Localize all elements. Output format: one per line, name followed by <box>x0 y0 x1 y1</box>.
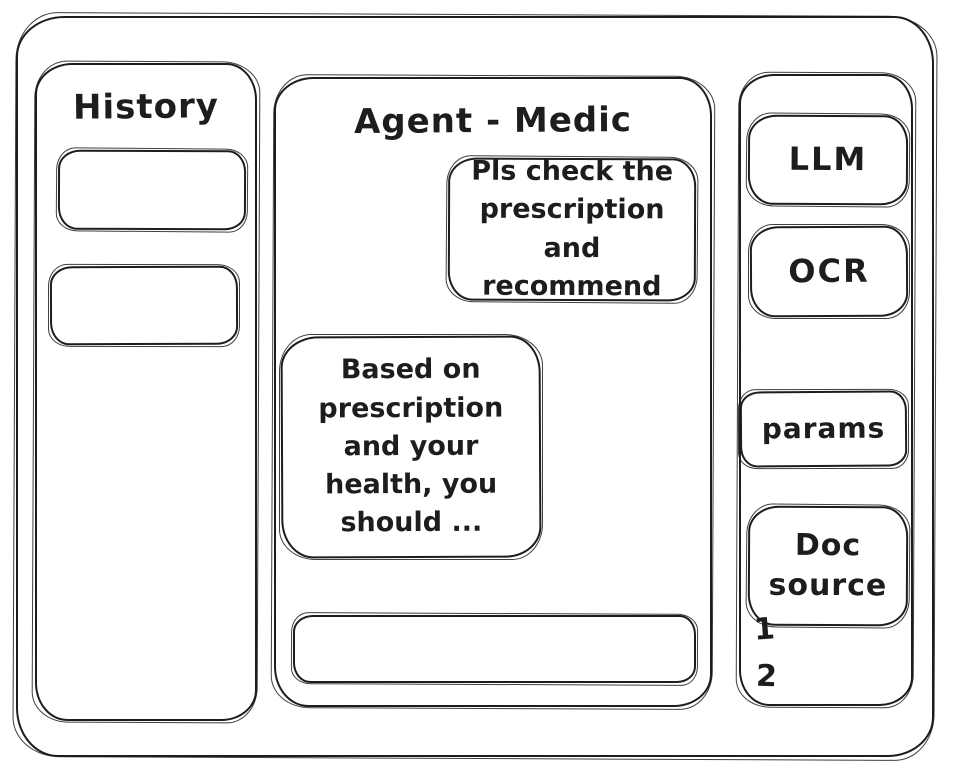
chat-title: Agent - Medic <box>353 100 633 142</box>
message-input[interactable] <box>307 621 686 677</box>
user-message-text: Pls check the prescription and recommend <box>471 155 674 303</box>
history-item[interactable] <box>57 149 247 231</box>
tools-panel: LLM OCR params Doc source 1 2 <box>739 74 913 706</box>
history-item[interactable] <box>49 265 239 346</box>
user-message-bubble: Pls check the prescription and recommend <box>447 155 697 302</box>
llm-button-label: LLM <box>788 140 868 179</box>
message-input-box[interactable] <box>293 615 696 683</box>
app-window: History Agent - Medic Pls check the pres… <box>16 16 934 757</box>
chat-panel: Agent - Medic Pls check the prescription… <box>274 77 712 707</box>
agent-message-bubble: Based on prescription and your health, y… <box>280 335 542 559</box>
doc-source-button[interactable]: Doc source <box>747 505 909 627</box>
params-button-label: params <box>761 411 886 446</box>
ocr-button-label: OCR <box>788 251 870 291</box>
ocr-button[interactable]: OCR <box>749 225 909 318</box>
llm-button[interactable]: LLM <box>747 114 909 206</box>
agent-message-text: Based on prescription and your health, y… <box>318 353 504 539</box>
doc-source-item-2[interactable]: 2 <box>755 658 778 695</box>
history-title: History <box>72 86 220 128</box>
params-button[interactable]: params <box>739 390 908 468</box>
doc-source-button-label: Doc source <box>768 527 888 604</box>
doc-source-item-1[interactable]: 1 <box>752 611 777 648</box>
history-panel: History <box>35 63 257 721</box>
